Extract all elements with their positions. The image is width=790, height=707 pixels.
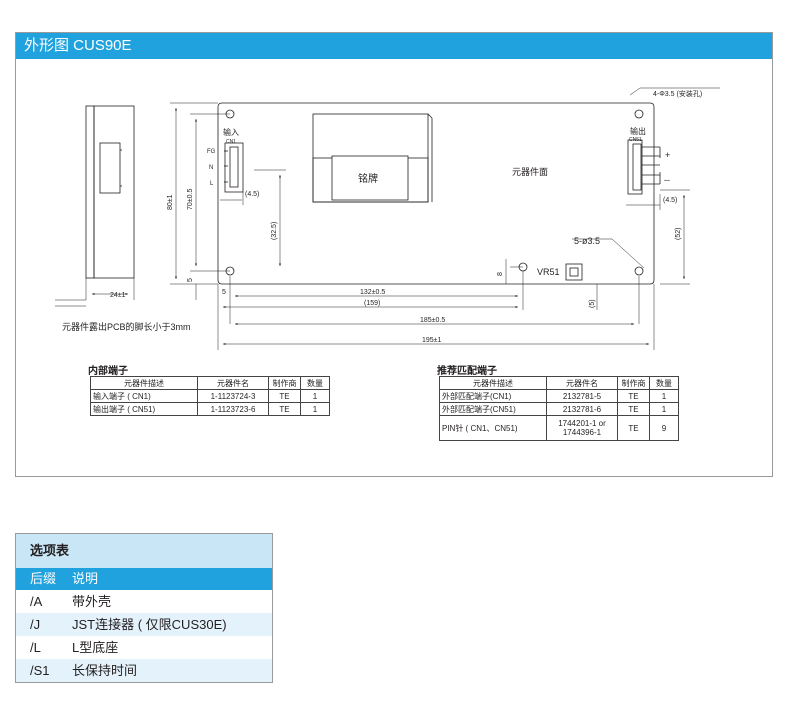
col-description: 说明 bbox=[72, 571, 99, 586]
nameplate-label: 铭牌 bbox=[358, 172, 378, 185]
internal-terminals-table: 元器件描述 元器件名 制作商 数量 输入端子 ( CN1) 1-1123724-… bbox=[90, 376, 330, 416]
outline-drawing-panel: 外形图 CUS90E bbox=[15, 32, 773, 477]
dim-52: (52) bbox=[675, 228, 682, 240]
dim-185: 185±0.5 bbox=[420, 317, 445, 324]
output-label: 输出 bbox=[630, 126, 646, 136]
options-table: 选项表 后缀 说明 /A 带外壳 /J JST连接器 ( 仅限CUS30E) /… bbox=[15, 533, 273, 683]
dim-8: 8 bbox=[497, 272, 504, 276]
component-side-label: 元器件面 bbox=[512, 166, 548, 177]
dim-5-bottom: 5 bbox=[222, 289, 226, 296]
cn1-label: CN1 bbox=[226, 139, 236, 145]
l-label: L bbox=[210, 181, 214, 187]
col-qty: 数量 bbox=[300, 376, 330, 390]
col-desc: 元器件描述 bbox=[90, 376, 198, 390]
option-row: /J JST连接器 ( 仅限CUS30E) bbox=[16, 613, 272, 636]
dim-4-5-right: (4.5) bbox=[663, 197, 677, 204]
table-row: 输出端子 ( CN51) 1-1123723-6 TE 1 bbox=[90, 402, 330, 416]
input-label: 输入 bbox=[223, 127, 239, 137]
col-maker: 制作商 bbox=[268, 376, 301, 390]
dim-5-paren: (5) bbox=[589, 299, 596, 308]
n-label: N bbox=[209, 165, 213, 171]
internal-table-title: 内部端子 bbox=[88, 366, 128, 377]
dim-5-left: 5 bbox=[187, 278, 194, 282]
holes-5-label: 5-ø3.5 bbox=[574, 236, 600, 246]
dim-70: 70±0.5 bbox=[187, 189, 194, 210]
outline-drawing: 24±1 元器件露出PCB的脚长小于3mm 输入 CN1 FG N L 输出 C… bbox=[55, 87, 720, 350]
dim-195: 195±1 bbox=[422, 337, 442, 344]
dim-4-5-left: (4.5) bbox=[245, 191, 259, 198]
panel-title: 外形图 CUS90E bbox=[16, 33, 772, 59]
vr51-label: VR51 bbox=[537, 267, 560, 277]
minus-label: － bbox=[663, 176, 671, 185]
col-qty: 数量 bbox=[649, 376, 679, 390]
dim-32-5: (32.5) bbox=[271, 222, 278, 240]
side-note: 元器件露出PCB的脚长小于3mm bbox=[62, 321, 191, 332]
side-view bbox=[55, 105, 135, 307]
option-row: /S1 长保持时间 bbox=[16, 659, 272, 682]
dim-80: 80±1 bbox=[167, 194, 174, 210]
cn51-label: CN51 bbox=[629, 137, 642, 143]
plus-label: + bbox=[665, 150, 670, 160]
table-row: 外部匹配端子(CN1) 2132781-5 TE 1 bbox=[439, 389, 679, 403]
table-row: 输入端子 ( CN1) 1-1123724-3 TE 1 bbox=[90, 389, 330, 403]
mating-table-title: 推荐匹配端子 bbox=[437, 366, 497, 377]
mount-holes-label: 4-Φ3.5 (安装孔) bbox=[653, 89, 702, 98]
option-row: /A 带外壳 bbox=[30, 594, 112, 609]
mating-terminals-table: 元器件描述 元器件名 制作商 数量 外部匹配端子(CN1) 2132781-5 … bbox=[439, 376, 679, 441]
col-maker: 制作商 bbox=[617, 376, 650, 390]
dim-132: 132±0.5 bbox=[360, 289, 385, 296]
fg-label: FG bbox=[207, 149, 216, 155]
options-header: 后缀 说明 bbox=[16, 568, 272, 590]
options-title: 选项表 bbox=[16, 534, 272, 568]
col-part: 元器件名 bbox=[546, 376, 618, 390]
option-row: /L L型底座 bbox=[30, 640, 119, 655]
col-desc: 元器件描述 bbox=[439, 376, 547, 390]
table-row: 外部匹配端子(CN51) 2132781-6 TE 1 bbox=[439, 402, 679, 416]
top-view bbox=[170, 87, 720, 350]
side-width-dim: 24±1 bbox=[110, 292, 126, 299]
col-suffix: 后缀 bbox=[30, 571, 57, 586]
dim-159: (159) bbox=[364, 300, 380, 307]
col-part: 元器件名 bbox=[197, 376, 269, 390]
